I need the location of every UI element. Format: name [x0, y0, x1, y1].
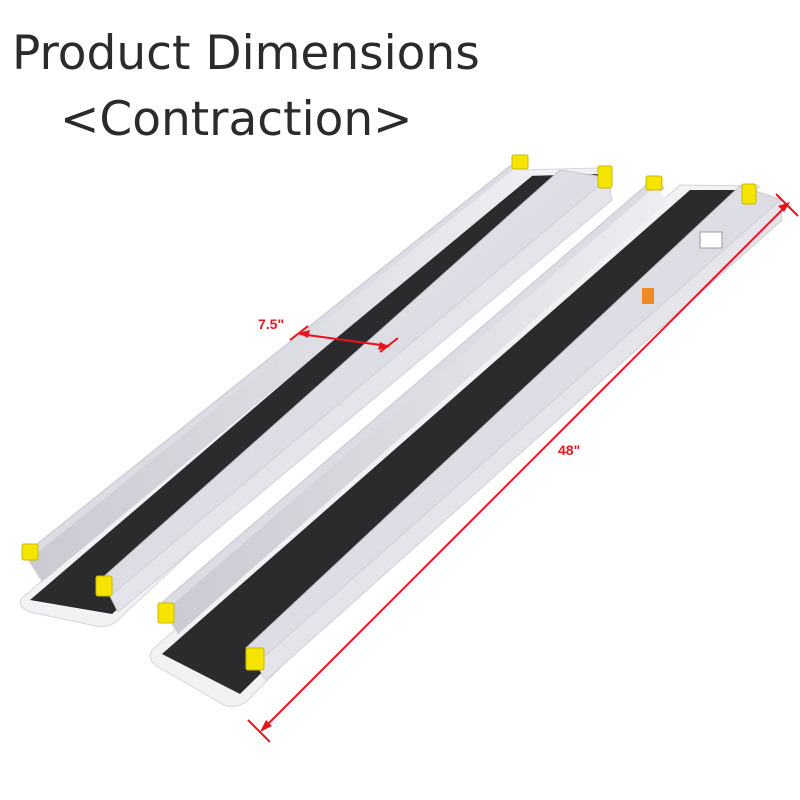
end-cap — [645, 175, 663, 191]
width-dimension-arrow — [289, 325, 399, 353]
page-subtitle: <Contraction> — [60, 92, 413, 147]
end-cap — [597, 165, 613, 189]
width-dimension-label: 7.5" — [258, 316, 285, 332]
page-title: Product Dimensions — [12, 26, 480, 81]
length-dimension-arrow — [247, 193, 799, 743]
end-cap — [95, 575, 113, 597]
warning-label — [642, 288, 654, 304]
end-cap — [741, 183, 757, 205]
end-cap — [21, 543, 39, 561]
right-ramp — [149, 175, 783, 707]
end-cap — [511, 154, 529, 170]
length-dimension-label: 48" — [558, 442, 581, 458]
end-cap — [245, 647, 265, 671]
left-ramp — [19, 154, 613, 627]
end-cap — [157, 602, 175, 624]
barcode-label — [699, 231, 723, 249]
